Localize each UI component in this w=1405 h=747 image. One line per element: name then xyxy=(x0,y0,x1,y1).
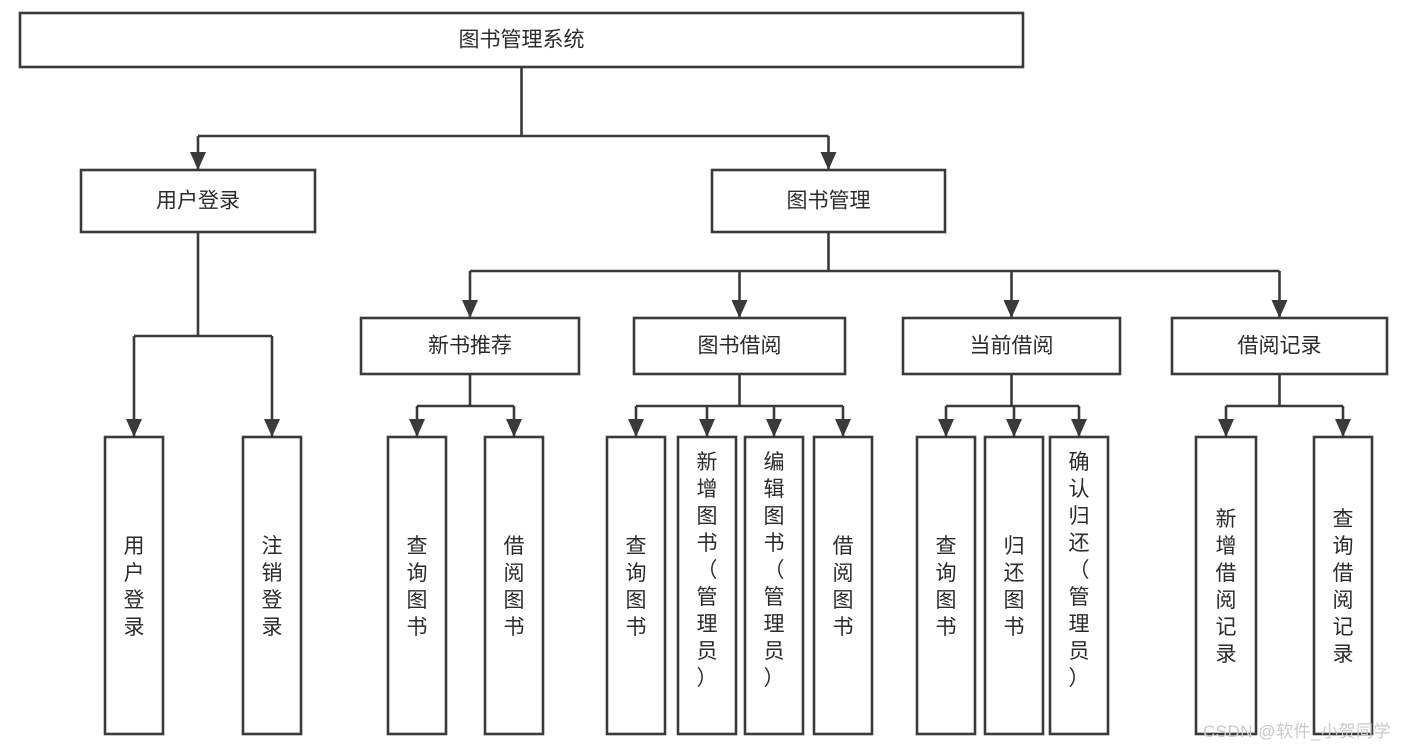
node-box[interactable] xyxy=(103,435,165,736)
node-leaf-查询图书[interactable]: 查询图书 xyxy=(605,435,667,736)
node-leaf-新增图书管理员[interactable]: 新增图书（管理员） xyxy=(676,435,738,736)
node-box[interactable] xyxy=(983,435,1045,736)
node-label: 查询借阅记录 xyxy=(1333,508,1354,666)
arrow-head-icon xyxy=(409,419,425,437)
node-leaf-归还图书[interactable]: 归还图书 xyxy=(983,435,1045,736)
node-level2-图书管理[interactable]: 图书管理 xyxy=(710,168,947,234)
node-label: 图书管理系统 xyxy=(459,29,585,52)
arrow-head-icon xyxy=(820,152,837,170)
node-label: 注销登录 xyxy=(262,535,283,639)
node-box[interactable] xyxy=(676,435,738,736)
node-leaf-借阅图书[interactable]: 借阅图书 xyxy=(483,435,545,736)
node-box[interactable] xyxy=(1312,435,1374,736)
node-level3-当前借阅[interactable]: 当前借阅 xyxy=(901,316,1122,376)
node-level2-用户登录[interactable]: 用户登录 xyxy=(79,168,317,234)
node-label: 借阅图书 xyxy=(833,535,854,639)
node-layer: 图书管理系统用户登录图书管理新书推荐图书借阅当前借阅借阅记录用户登录注销登录查询… xyxy=(18,11,1389,736)
node-label: 借阅记录 xyxy=(1238,335,1322,358)
csdn-watermark: CSDN @软件_小贺同学 xyxy=(1202,722,1391,741)
node-label: 图书管理 xyxy=(787,190,871,213)
node-box[interactable] xyxy=(1194,435,1258,736)
node-label: 查询图书 xyxy=(626,535,647,639)
node-label: 借阅图书 xyxy=(504,535,525,639)
arrow-head-icon xyxy=(462,300,478,318)
node-box[interactable] xyxy=(812,435,874,736)
arrow-head-icon xyxy=(1071,419,1087,437)
node-box[interactable] xyxy=(483,435,545,736)
node-leaf-确认归还管理员[interactable]: 确认归还（管理员） xyxy=(1048,435,1110,736)
node-leaf-注销登录[interactable]: 注销登录 xyxy=(241,435,303,736)
node-box[interactable] xyxy=(79,168,317,234)
node-label: 查询图书 xyxy=(407,535,428,639)
node-label: 查询图书 xyxy=(936,535,957,639)
node-label: 新增借阅记录 xyxy=(1216,508,1237,666)
arrow-head-icon xyxy=(190,152,206,170)
arrow-head-icon xyxy=(731,300,748,318)
node-level3-借阅记录[interactable]: 借阅记录 xyxy=(1170,316,1389,376)
node-label: 当前借阅 xyxy=(970,335,1054,358)
node-box[interactable] xyxy=(1048,435,1110,736)
node-label: 用户登录 xyxy=(156,190,240,213)
node-leaf-编辑图书管理员[interactable]: 编辑图书（管理员） xyxy=(743,435,805,736)
node-leaf-查询图书[interactable]: 查询图书 xyxy=(915,435,977,736)
node-box[interactable] xyxy=(359,316,581,376)
node-label: 确认归还（管理员） xyxy=(1069,451,1090,690)
arrow-head-icon xyxy=(506,419,522,437)
node-leaf-新增借阅记录[interactable]: 新增借阅记录 xyxy=(1194,435,1258,736)
arrow-head-icon xyxy=(1335,419,1351,437)
node-label: 归还图书 xyxy=(1004,535,1025,639)
node-box[interactable] xyxy=(710,168,947,234)
arrow-head-icon xyxy=(1218,419,1234,437)
node-box[interactable] xyxy=(743,435,805,736)
arrow-head-icon xyxy=(1006,419,1022,437)
node-box[interactable] xyxy=(18,11,1025,69)
node-label: 新增图书（管理员） xyxy=(697,451,718,690)
node-label: 编辑图书（管理员） xyxy=(764,451,785,690)
arrow-head-icon xyxy=(1271,300,1288,318)
arrow-head-icon xyxy=(835,419,851,437)
arrow-head-icon xyxy=(126,419,142,437)
node-box[interactable] xyxy=(241,435,303,736)
node-box[interactable] xyxy=(901,316,1122,376)
arrow-head-icon xyxy=(1003,300,1020,318)
node-leaf-查询借阅记录[interactable]: 查询借阅记录 xyxy=(1312,435,1374,736)
arrow-head-icon xyxy=(628,419,644,437)
node-box[interactable] xyxy=(1170,316,1389,376)
arrow-head-icon xyxy=(264,419,280,437)
connector-layer xyxy=(126,67,1351,437)
node-label: 用户登录 xyxy=(124,535,145,639)
node-box[interactable] xyxy=(632,316,847,376)
node-leaf-用户登录[interactable]: 用户登录 xyxy=(103,435,165,736)
node-label: 新书推荐 xyxy=(428,335,512,358)
node-box[interactable] xyxy=(605,435,667,736)
node-label: 图书借阅 xyxy=(698,335,782,358)
node-leaf-借阅图书[interactable]: 借阅图书 xyxy=(812,435,874,736)
node-box[interactable] xyxy=(915,435,977,736)
node-root-图书管理系统[interactable]: 图书管理系统 xyxy=(18,11,1025,69)
node-level3-新书推荐[interactable]: 新书推荐 xyxy=(359,316,581,376)
arrow-head-icon xyxy=(938,419,954,437)
arrow-head-icon xyxy=(699,419,715,437)
node-leaf-查询图书[interactable]: 查询图书 xyxy=(386,435,448,736)
node-level3-图书借阅[interactable]: 图书借阅 xyxy=(632,316,847,376)
arrow-head-icon xyxy=(766,419,782,437)
node-box[interactable] xyxy=(386,435,448,736)
